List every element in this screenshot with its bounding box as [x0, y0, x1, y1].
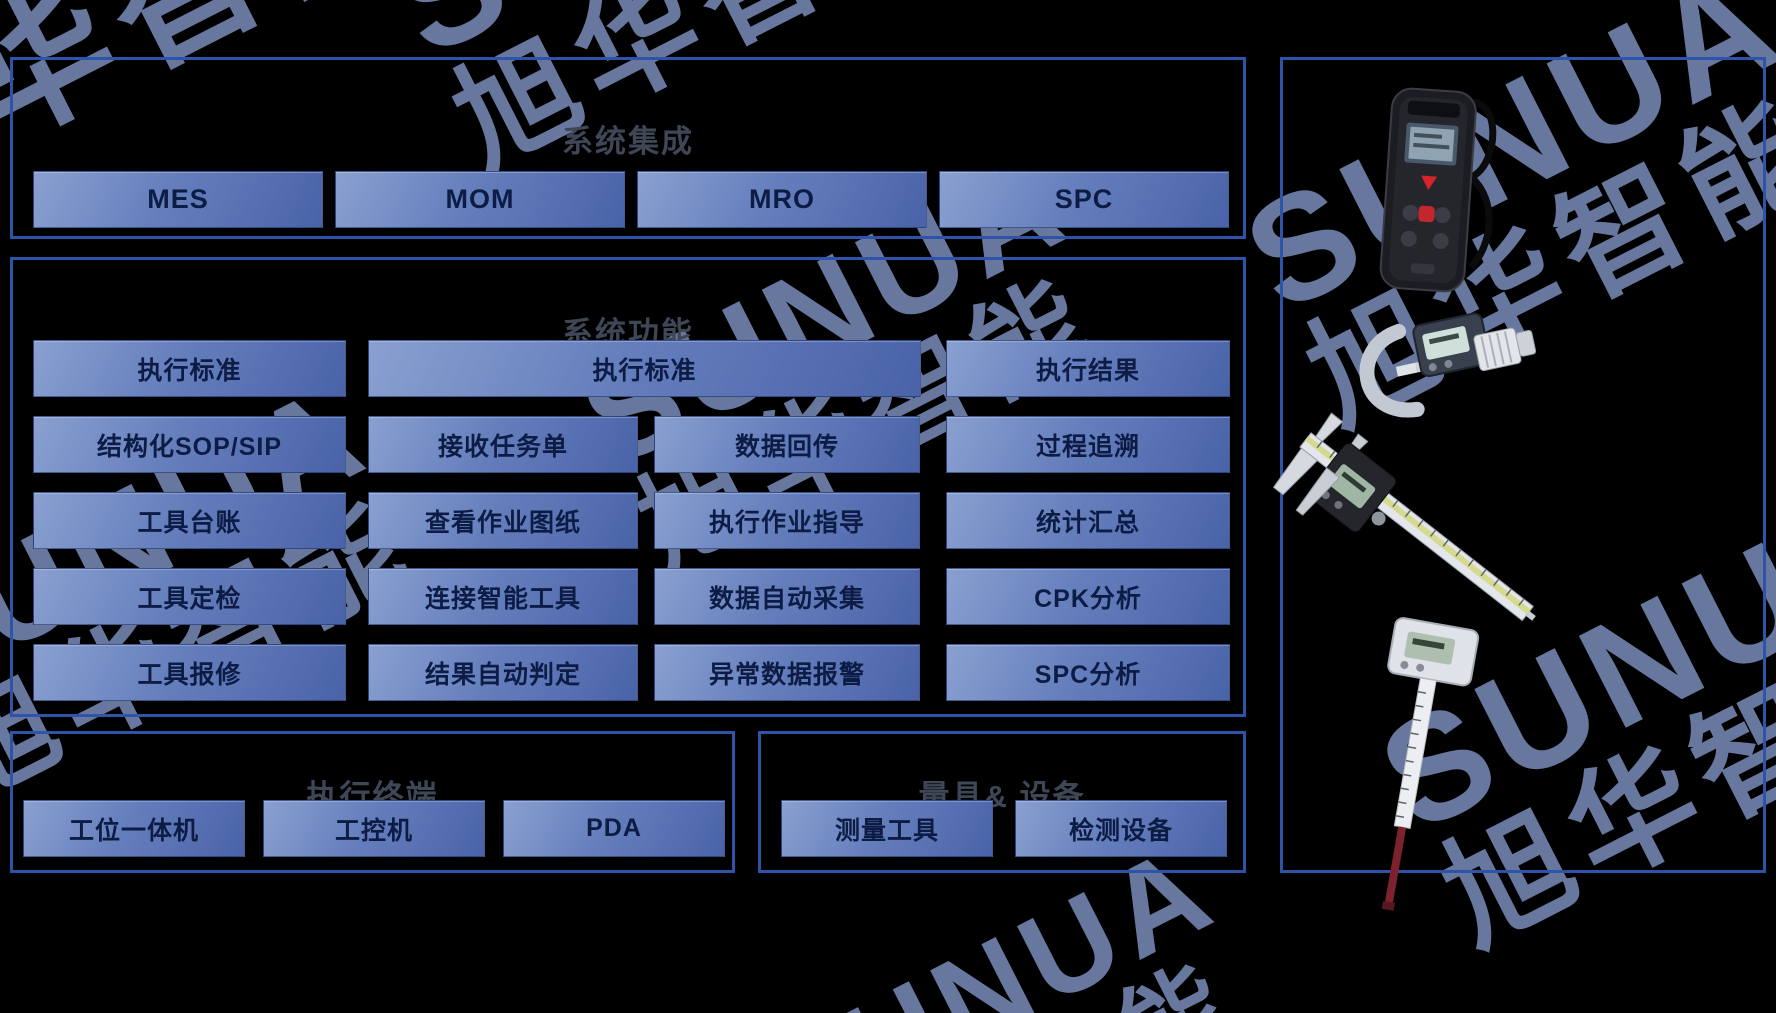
function-box-tool-inspection: 工具定检: [33, 568, 346, 625]
execution-terminals-section: 执行终端 工位一体机 工控机 PDA: [10, 731, 735, 873]
function-box-execute-standard-wide: 执行标准: [368, 340, 921, 397]
digital-caliper-image: [1256, 400, 1560, 671]
function-box-auto-data-collection: 数据自动采集: [654, 568, 920, 625]
function-box-tool-repair: 工具报修: [33, 644, 346, 701]
function-box-data-return: 数据回传: [654, 416, 920, 473]
function-box-abnormal-alarm: 异常数据报警: [654, 644, 920, 701]
brand-watermark-cn: 旭华智能: [799, 936, 1278, 1013]
function-box-work-guidance: 执行作业指导: [654, 492, 920, 549]
integration-box-spc: SPC: [939, 171, 1229, 228]
function-box-execution-result: 执行结果: [946, 340, 1230, 397]
terminal-box-pda: PDA: [503, 800, 725, 857]
function-box-statistics-summary: 统计汇总: [946, 492, 1230, 549]
integration-box-mes: MES: [33, 171, 323, 228]
function-box-spc-analysis: SPC分析: [946, 644, 1230, 701]
integration-box-mro: MRO: [637, 171, 927, 228]
function-box-auto-judgement: 结果自动判定: [368, 644, 638, 701]
digital-micrometer-image: [1315, 267, 1561, 459]
measuring-equipment-section: 量具& 设备 测量工具 检测设备: [758, 731, 1246, 873]
function-box-execute-standard: 执行标准: [33, 340, 346, 397]
function-box-tool-ledger: 工具台账: [33, 492, 346, 549]
laser-distance-meter-image: [1350, 73, 1506, 312]
function-box-structured-sop-sip: 结构化SOP/SIP: [33, 416, 346, 473]
function-box-process-trace: 过程追溯: [946, 416, 1230, 473]
function-box-receive-task: 接收任务单: [368, 416, 638, 473]
system-functions-section: 系统功能 执行标准 执行标准 执行结果 结构化SOP/SIP 接收任务单 数据回…: [10, 257, 1246, 717]
measuring-box-inspection-equipment: 检测设备: [1015, 800, 1227, 857]
function-box-view-drawings: 查看作业图纸: [368, 492, 638, 549]
system-integration-title: 系统集成: [562, 123, 694, 159]
terminal-box-workstation: 工位一体机: [23, 800, 245, 857]
digital-depth-gauge-image: [1328, 608, 1498, 924]
instruments-panel: [1272, 57, 1766, 911]
integration-box-mom: MOM: [335, 171, 625, 228]
terminal-box-industrial-pc: 工控机: [263, 800, 485, 857]
system-integration-section: 系统集成 MES MOM MRO SPC: [10, 57, 1246, 239]
function-box-cpk-analysis: CPK分析: [946, 568, 1230, 625]
measuring-box-tools: 测量工具: [781, 800, 993, 857]
function-box-connect-smart-tools: 连接智能工具: [368, 568, 638, 625]
